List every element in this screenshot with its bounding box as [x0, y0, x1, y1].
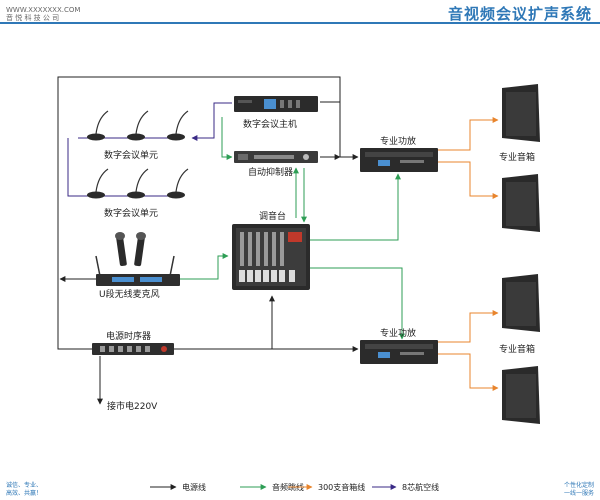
conference-unit — [167, 110, 189, 141]
logo-line1: WWW.XXXXXXX.COM — [6, 6, 81, 14]
mixer-label: 调音台 — [259, 210, 286, 222]
power-sequencer — [92, 343, 174, 355]
conference-unit — [87, 110, 109, 141]
page-title: 音视频会议扩声系统 — [447, 5, 592, 23]
wireless-mic-receiver — [95, 232, 180, 286]
header-divider — [0, 22, 600, 24]
footer-right-text: 个性化定制 一线一服务 — [563, 482, 594, 497]
aviation-lines — [67, 102, 232, 197]
power-amplifier — [360, 148, 438, 172]
conference-unit — [87, 168, 109, 199]
power-amplifier — [360, 340, 438, 364]
unit-row-1-label: 数字会议单元 — [104, 149, 158, 161]
legend-label-power: 电源线 — [182, 482, 206, 492]
suppressor-label: 自动抑制器 — [248, 166, 293, 178]
host-label: 数字会议主机 — [243, 118, 297, 130]
logo-line2: 音 悦 科 技 公 司 — [6, 14, 60, 22]
speaker — [502, 174, 540, 232]
conference-unit — [127, 168, 149, 199]
speaker-lines — [438, 117, 499, 391]
wireless-label: U段无线麦克风 — [99, 288, 160, 300]
footer-service: 个性化定制 一线一服务 — [564, 482, 594, 498]
legend-label-speaker: 300支音箱线 — [318, 482, 365, 492]
mixer — [232, 224, 310, 290]
amp2-label: 专业功放 — [380, 327, 416, 339]
speaker-group-2-label: 专业音箱 — [499, 343, 535, 355]
mains-label: 接市电220V — [107, 400, 158, 412]
power-lines — [57, 76, 359, 405]
amp1-label: 专业功放 — [380, 135, 416, 147]
conference-unit-row-1 — [87, 110, 189, 141]
footer-slogan: 诚信、专业、 高效、共赢！ — [6, 482, 42, 498]
speaker-group-1-label: 专业音箱 — [499, 151, 535, 163]
conference-unit — [167, 168, 189, 199]
unit-row-2-label: 数字会议单元 — [104, 207, 158, 219]
legend-label-aviation: 8芯航空线 — [402, 482, 439, 492]
audio-lines — [180, 117, 405, 340]
legend: 电源线 音频跳线 300支音箱线 8芯航空线 — [150, 482, 439, 492]
feedback-suppressor — [234, 151, 318, 163]
speaker — [502, 274, 540, 332]
company-logo: WWW.XXXXXXX.COM 音 悦 科 技 公 司 — [6, 6, 80, 22]
speaker — [502, 84, 540, 142]
speaker — [502, 366, 540, 424]
conference-host — [234, 96, 318, 112]
conference-unit-row-2 — [87, 168, 189, 199]
footer-left-text: 诚信、专业、 高效、共赢！ — [6, 482, 43, 497]
conference-unit — [127, 110, 149, 141]
sequencer-label: 电源时序器 — [106, 330, 151, 342]
